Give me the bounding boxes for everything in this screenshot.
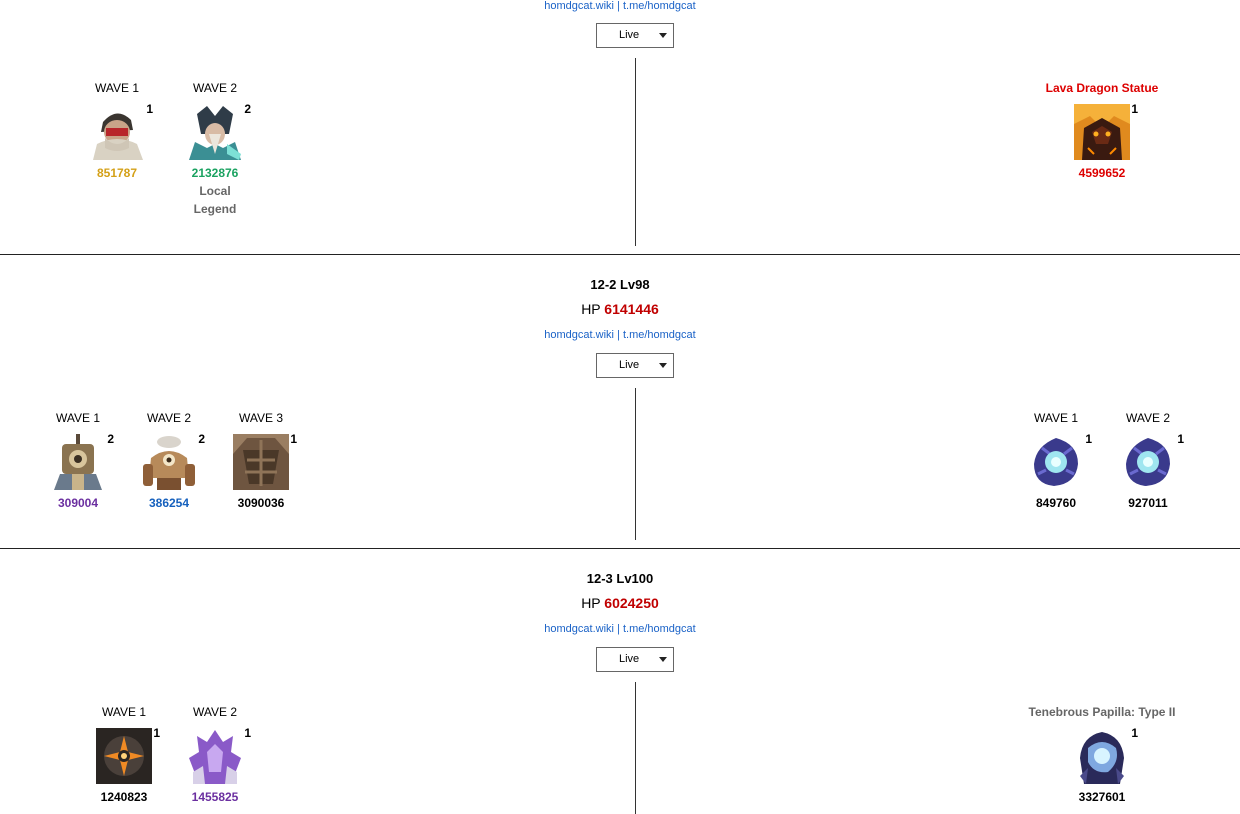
lava-dragon-icon[interactable]: 1	[1074, 102, 1138, 160]
divider-vertical	[635, 682, 636, 814]
telegram-link[interactable]: t.me/homdgcat	[622, 0, 696, 12]
wiki-link[interactable]: homdgcat.wiki	[544, 0, 614, 12]
dark-orb-icon[interactable]: 1	[1120, 432, 1184, 490]
cannon-construct-icon[interactable]: 2	[50, 432, 114, 490]
chamber-2-links: homdgcat.wiki | t.me/homdgcat	[544, 329, 696, 341]
chamber-title: 12-2 Lv98	[590, 277, 650, 292]
chamber-hp: HP 6141446	[581, 301, 659, 317]
wave-card: WAVE 3 1 3090036	[216, 410, 306, 510]
wave-card: WAVE 2 2 2132876 Local Legend	[170, 80, 260, 218]
divider-vertical	[635, 388, 636, 540]
wave-card: WAVE 1 1 851787	[72, 80, 162, 180]
golem-construct-icon[interactable]: 2	[141, 432, 205, 490]
telegram-link[interactable]: t.me/homdgcat	[622, 329, 696, 341]
chevron-down-icon	[659, 33, 667, 38]
masked-soldier-icon[interactable]: 1	[89, 102, 153, 160]
wave-card: WAVE 1 2 309004	[33, 410, 123, 510]
chamber-separator	[0, 548, 1240, 549]
chevron-down-icon	[659, 363, 667, 368]
version-select[interactable]: Live	[596, 647, 674, 672]
crowned-knight-icon[interactable]: 2	[187, 102, 251, 160]
wiki-link[interactable]: homdgcat.wiki	[544, 623, 614, 635]
divider-vertical	[635, 58, 636, 246]
chamber-1-links: homdgcat.wiki | t.me/homdgcat	[544, 0, 696, 12]
wave-card: WAVE 2 1 1455825	[170, 704, 260, 804]
chamber-3-links: homdgcat.wiki | t.me/homdgcat	[544, 623, 696, 635]
wiki-link[interactable]: homdgcat.wiki	[544, 329, 614, 341]
chamber-hp: HP 6024250	[581, 595, 659, 611]
telegram-link[interactable]: t.me/homdgcat	[622, 623, 696, 635]
chamber-title: 12-3 Lv100	[586, 571, 654, 586]
version-select[interactable]: Live	[596, 353, 674, 378]
crystal-beast-icon[interactable]: 1	[187, 726, 251, 784]
version-select[interactable]: Live	[596, 23, 674, 48]
dark-orb-icon[interactable]: 1	[1028, 432, 1092, 490]
fire-wheel-icon[interactable]: 1	[96, 726, 160, 784]
wave-card: WAVE 1 1 849760	[1011, 410, 1101, 510]
wave-card: Tenebrous Papilla: Type II 1 3327601	[1028, 705, 1176, 804]
chevron-down-icon	[659, 657, 667, 662]
wave-card: WAVE 2 2 386254	[124, 410, 214, 510]
chamber-separator	[0, 254, 1240, 255]
tenebrous-papilla-icon[interactable]: 1	[1074, 726, 1138, 784]
wave-card: Lava Dragon Statue 1 4599652	[1045, 81, 1159, 180]
enemy-note: Local Legend	[193, 184, 237, 216]
wave-card: WAVE 2 1 927011	[1103, 410, 1193, 510]
stone-construct-icon[interactable]: 1	[233, 432, 297, 490]
wave-card: WAVE 1 1 1240823	[79, 704, 169, 804]
